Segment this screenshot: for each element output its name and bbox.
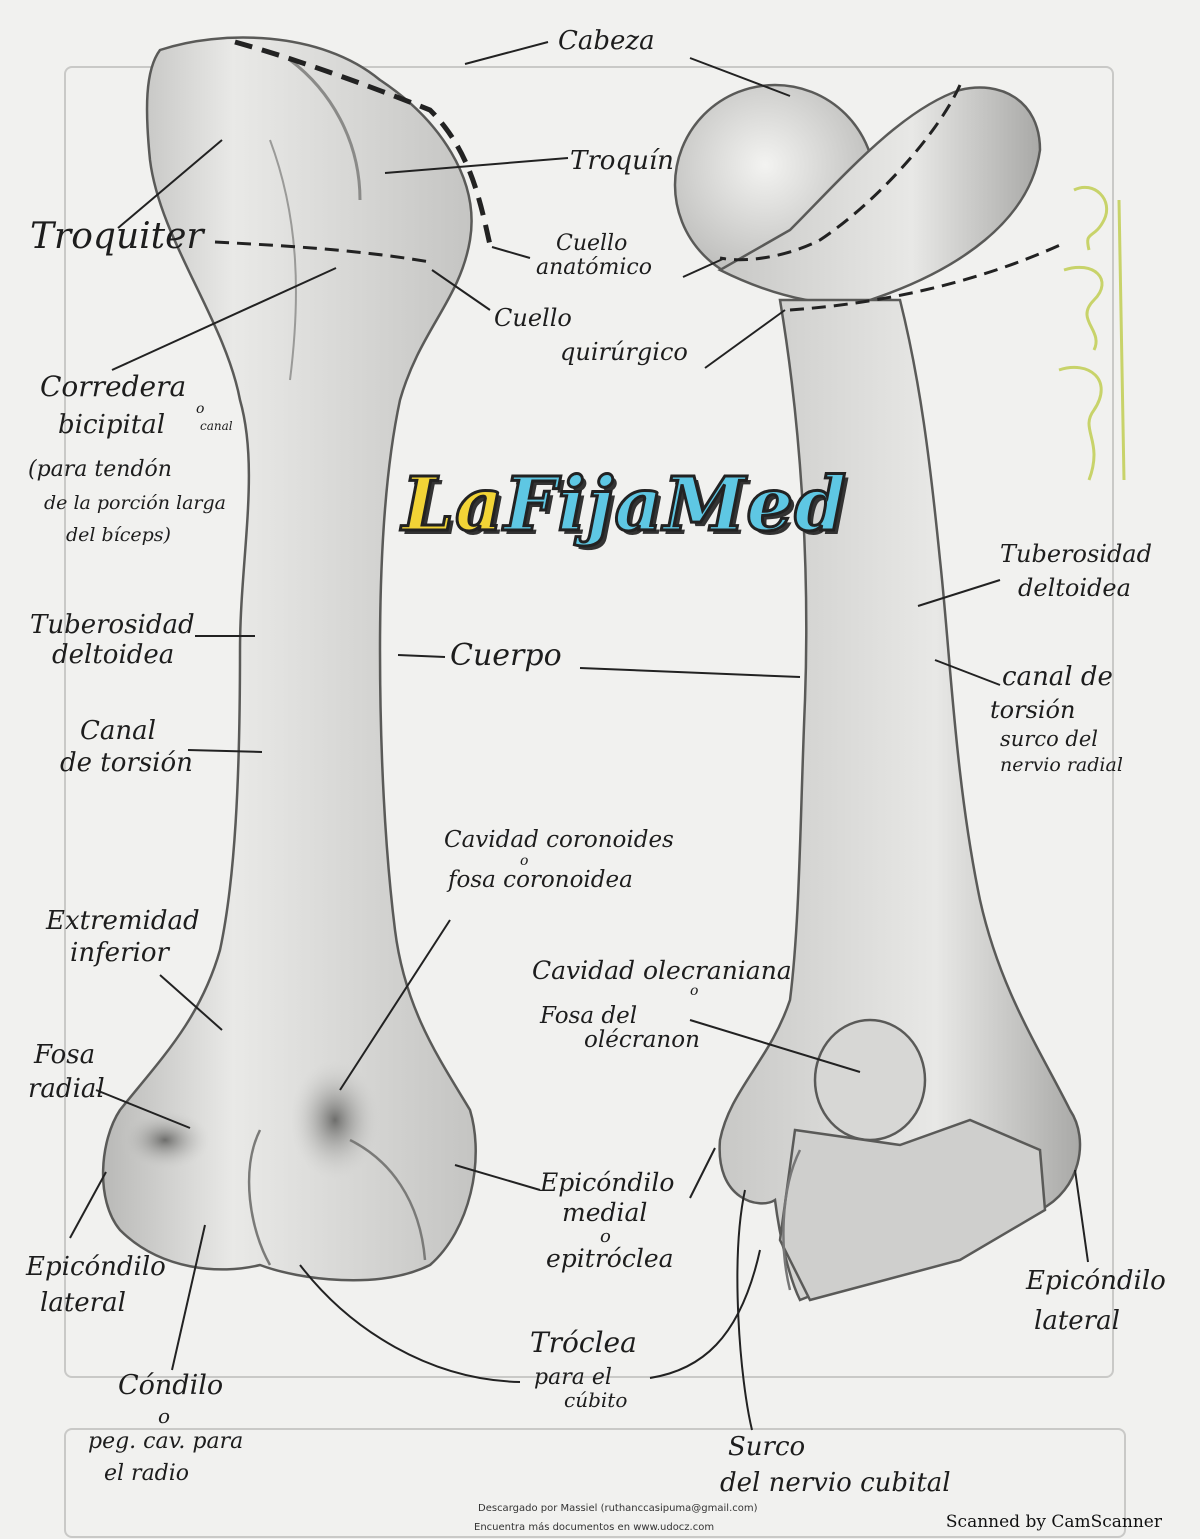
label-corredera-4: de la porción larga: [44, 492, 226, 514]
lafijamed-logo: LaFijaMed: [401, 461, 848, 550]
label-tuberosidad-left-2: deltoidea: [52, 640, 175, 670]
label-cabeza: Cabeza: [558, 26, 655, 56]
label-fosa-radial-1: Fosa: [34, 1040, 96, 1070]
label-canal-torsion-left-1: Canal: [80, 716, 156, 746]
footer-download-info: Descargado por Massiel (ruthanccasipuma@…: [478, 1503, 758, 1514]
label-corredera-5: del bíceps): [66, 524, 171, 546]
label-troclea-2: para el: [534, 1365, 612, 1390]
label-extremidad-1: Extremidad: [46, 906, 200, 936]
posterior-humerus: [673, 83, 1082, 1302]
label-cavidad-coronoides-1: Cavidad coronoides: [444, 827, 674, 853]
label-cavidad-coronoides-2: fosa coronoidea: [448, 867, 633, 893]
label-canal-torsion-left-2: de torsión: [60, 748, 193, 778]
label-epicondilo-lateral-left-1: Epicóndilo: [26, 1252, 166, 1282]
logo-part-1: La: [401, 461, 505, 550]
label-epicondilo-medial-3: epitróclea: [546, 1244, 674, 1273]
margin-scribble-icon: [1058, 185, 1126, 481]
label-tuberosidad-right-2: deltoidea: [1018, 574, 1131, 602]
label-cavidad-olecraniana-1: Cavidad olecraniana: [532, 956, 792, 985]
bottom-frame: [64, 1428, 1126, 1538]
label-cuerpo: Cuerpo: [450, 638, 562, 673]
logo-part-2: FijaMed: [502, 461, 848, 550]
label-corredera-1: Corredera: [40, 370, 187, 403]
label-epicondilo-lateral-left-2: lateral: [40, 1288, 126, 1318]
page-frame: [64, 66, 1114, 1378]
label-corredera-3: (para tendón: [28, 457, 172, 482]
label-cuello-anatomico-2: anatómico: [536, 255, 652, 280]
label-corredera-2: bicipital: [58, 410, 166, 440]
label-troquiter: Troquiter: [30, 216, 204, 257]
label-condilo-3: el radio: [104, 1461, 190, 1486]
label-epicondilo-lateral-right-1: Epicóndilo: [1026, 1266, 1166, 1296]
label-cuello-anatomico-1: Cuello: [556, 231, 628, 256]
label-condilo-1: Cóndilo: [118, 1370, 224, 1401]
label-epicondilo-medial-o: o: [600, 1226, 611, 1247]
label-surco-cubital-2: del nervio cubital: [720, 1468, 951, 1498]
label-cuello-quirurgico-1: Cuello: [494, 304, 572, 332]
label-cavidad-olecraniana-o: o: [690, 983, 699, 999]
anterior-humerus: [101, 36, 477, 1282]
label-canal-right-2: torsión: [990, 696, 1076, 724]
label-canal-right-4: nervio radial: [1000, 754, 1123, 776]
label-cavidad-olecraniana-2: Fosa del: [540, 1003, 638, 1029]
label-corredera-canal: canal: [200, 419, 233, 433]
label-epicondilo-medial-2: medial: [562, 1198, 648, 1227]
label-extremidad-2: inferior: [70, 938, 169, 968]
label-fosa-radial-2: radial: [28, 1074, 105, 1104]
label-cavidad-olecraniana-3: olécranon: [584, 1027, 700, 1053]
label-canal-right-1: canal de: [1002, 662, 1113, 692]
scanner-watermark: Scanned by CamScanner: [945, 1512, 1162, 1532]
label-condilo-2: peg. cav. para: [88, 1429, 244, 1454]
label-tuberosidad-right-1: Tuberosidad: [1000, 540, 1152, 568]
label-troclea-1: Tróclea: [530, 1326, 637, 1359]
label-cuello-quirurgico-2: quirúrgico: [560, 338, 688, 366]
label-canal-right-3: surco del: [1000, 727, 1099, 751]
label-cavidad-coronoides-o: o: [520, 853, 529, 869]
label-surco-cubital-1: Surco: [728, 1432, 806, 1462]
label-tuberosidad-left-1: Tuberosidad: [30, 610, 195, 640]
label-troclea-3: cúbito: [564, 1388, 628, 1412]
label-epicondilo-medial-1: Epicóndilo: [540, 1168, 675, 1197]
footer-link[interactable]: Encuentra más documentos en www.udocz.co…: [474, 1522, 715, 1533]
label-condilo-o: o: [158, 1404, 171, 1428]
label-corredera-o: o: [196, 401, 205, 417]
label-troquin: Troquín: [570, 146, 674, 176]
label-epicondilo-lateral-right-2: lateral: [1034, 1306, 1120, 1336]
